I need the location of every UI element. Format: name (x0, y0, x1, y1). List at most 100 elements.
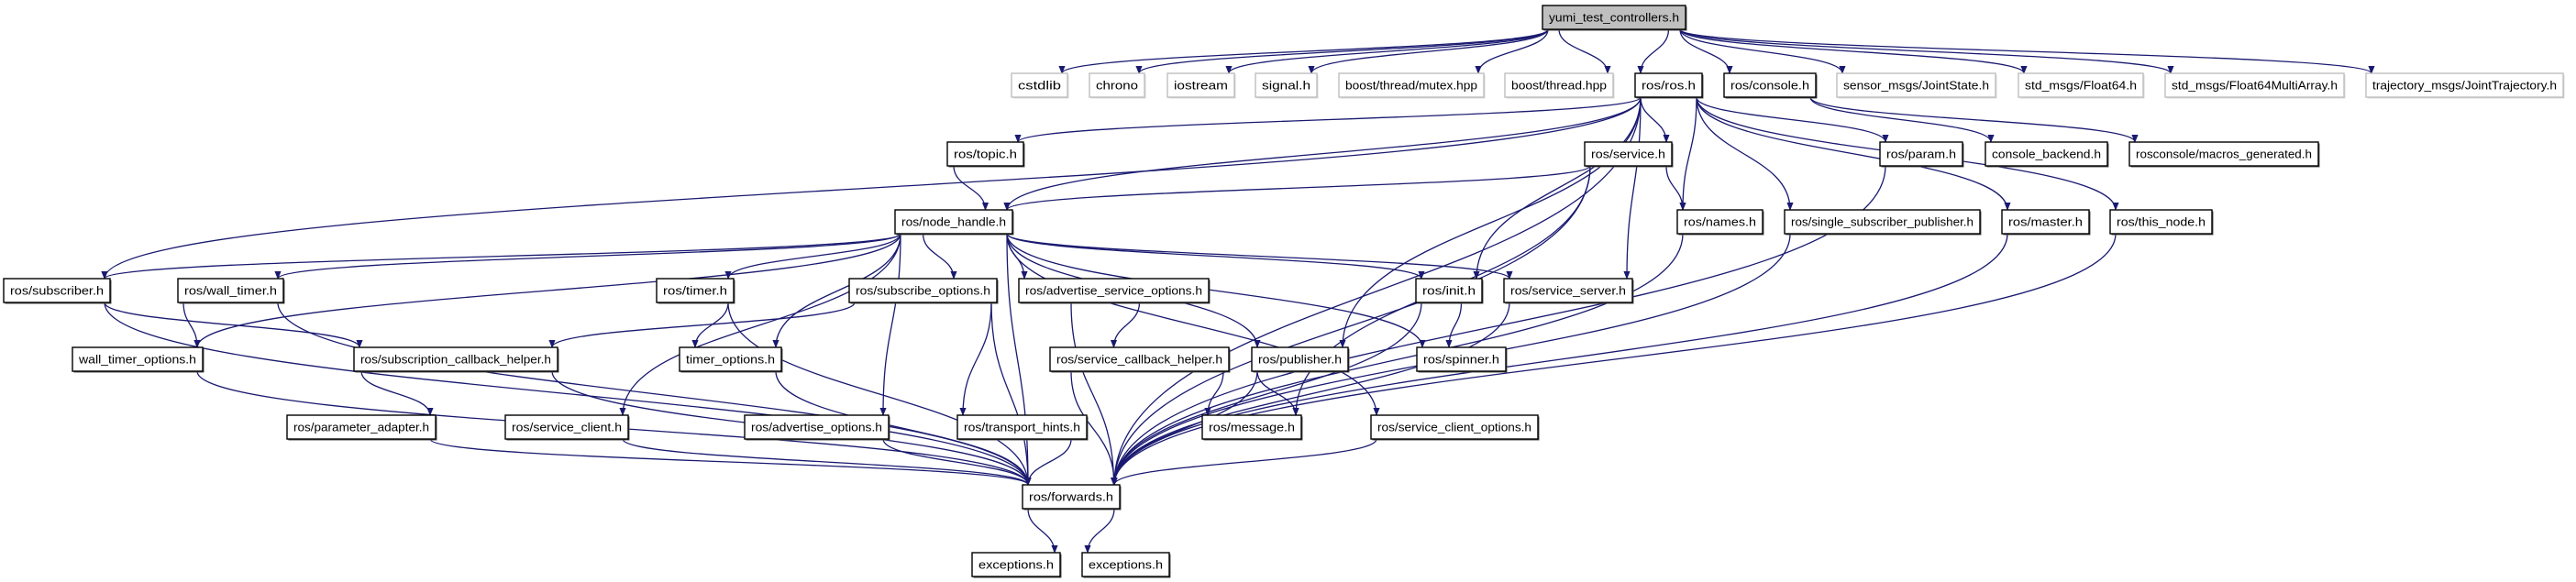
edge-ao-to-forwards (882, 438, 1032, 486)
edges (101, 28, 2375, 554)
edge-root-to-f64ma (1679, 28, 2174, 74)
edge-node_handle-to-timer_options (772, 233, 901, 348)
edge-ros-to-ssp (1696, 96, 1794, 211)
edge-service-to-names (1665, 165, 1686, 211)
edge-ros-to-service (1640, 96, 1670, 143)
node-box (72, 346, 204, 372)
node-box (1251, 346, 1349, 372)
node-label: ros/subscription_callback_helper.h (360, 353, 551, 367)
edge-publisher-to-forwards (1111, 370, 1258, 486)
node-subscribe-options[interactable]: ros/subscribe_options.h (848, 278, 999, 304)
edge-sco-to-forwards (1111, 438, 1377, 486)
node-label: ros/publisher.h (1258, 353, 1342, 367)
edge-th-to-forwards (1024, 438, 1072, 486)
node-traj: trajectory_msgs/JointTrajectory.h (2365, 72, 2565, 99)
node-ao[interactable]: ros/advertise_options.h (744, 414, 890, 441)
node-label: cstdlib (1018, 79, 1061, 93)
node-spinner[interactable]: ros/spinner.h (1416, 346, 1508, 373)
edge-subscriber-to-forwards (104, 302, 1032, 486)
edge-ros-to-subscriber (101, 96, 1642, 280)
node-box (1416, 346, 1507, 372)
node-subscriber[interactable]: ros/subscriber.h (3, 278, 112, 304)
node-box (1879, 141, 1963, 167)
edge-root-to-iostream (1225, 28, 1549, 74)
node-box (1081, 552, 1170, 577)
node-f64ma: std_msgs/Float64MultiArray.h (2164, 72, 2346, 99)
node-box (1723, 72, 1817, 98)
node-label: signal.h (1262, 79, 1310, 93)
edge-service-to-node_handle (1003, 165, 1591, 211)
edge-names-to-forwards (1111, 233, 1684, 486)
node-label: ros/this_node.h (2117, 215, 2206, 229)
node-label: ros/names.h (1684, 215, 1756, 229)
edge-master-to-forwards (1111, 233, 2008, 486)
node-exc1[interactable]: exceptions.h (971, 552, 1062, 578)
node-box (1370, 414, 1539, 440)
node-pa[interactable]: ros/parameter_adapter.h (286, 414, 437, 441)
node-svch[interactable]: ros/service_callback_helper.h (1049, 346, 1231, 373)
node-box (1201, 414, 1302, 440)
node-master[interactable]: ros/master.h (2001, 209, 2091, 236)
node-box (286, 414, 437, 440)
edge-pa-to-forwards (429, 438, 1032, 486)
edge-wall_timer-to-forwards (277, 302, 1032, 486)
edge-node_handle-to-spinner (1006, 233, 1426, 348)
node-label: timer_options.h (686, 353, 775, 367)
node-console-backend[interactable]: console_backend.h (1985, 141, 2109, 168)
node-publisher[interactable]: ros/publisher.h (1251, 346, 1350, 373)
node-root[interactable]: yumi_test_controllers.h (1542, 5, 1687, 31)
node-names[interactable]: ros/names.h (1676, 209, 1764, 236)
edge-init-to-forwards (1111, 302, 1422, 486)
edge-node_handle-to-forwards (1006, 233, 1032, 486)
node-box (679, 346, 782, 372)
node-label: chrono (1096, 79, 1138, 93)
node-init[interactable]: ros/init.h (1415, 278, 1484, 304)
node-node-handle[interactable]: ros/node_handle.h (894, 209, 1014, 236)
node-label: wall_timer_options.h (78, 353, 196, 367)
node-ros[interactable]: ros/ros.h (1634, 72, 1704, 99)
node-box (744, 414, 890, 440)
edge-root-to-console (1679, 28, 1733, 74)
node-console[interactable]: ros/console.h (1723, 72, 1818, 99)
node-timer-options[interactable]: timer_options.h (679, 346, 783, 373)
node-th[interactable]: ros/transport_hints.h (956, 414, 1089, 441)
edge-subscribe_options-to-forwards (990, 302, 1032, 486)
node-sch[interactable]: ros/subscription_callback_helper.h (353, 346, 559, 373)
node-exc2[interactable]: exceptions.h (1081, 552, 1171, 578)
node-aso[interactable]: ros/advertise_service_options.h (1018, 278, 1211, 304)
node-box (1504, 72, 1614, 98)
node-ssp[interactable]: ros/single_subscriber_publisher.h (1784, 209, 1982, 236)
edge-ros-to-service_server (1623, 96, 1642, 280)
node-message[interactable]: ros/message.h (1201, 414, 1303, 441)
node-box (1415, 278, 1483, 303)
node-box (956, 414, 1088, 440)
edge-root-to-chrono (1135, 28, 1549, 74)
node-wall-timer[interactable]: ros/wall_timer.h (177, 278, 285, 304)
node-topic[interactable]: ros/topic.h (946, 141, 1025, 168)
node-box (1836, 72, 1996, 98)
node-wto[interactable]: wall_timer_options.h (72, 346, 205, 373)
edge-service-to-forwards (1111, 165, 1591, 486)
node-forwards[interactable]: ros/forwards.h (1022, 484, 1122, 511)
edge-sch-to-pa (360, 370, 434, 416)
edge-subscribe_options-to-th (959, 302, 992, 416)
edge-aso-to-svch (1110, 302, 1141, 348)
node-label: ros/subscriber.h (10, 284, 104, 298)
node-param[interactable]: ros/param.h (1879, 141, 1964, 168)
node-this-node[interactable]: ros/this_node.h (2109, 209, 2214, 236)
edge-forwards-to-exc2 (1084, 508, 1115, 554)
node-label: rosconsole/macros_generated.h (2136, 148, 2312, 161)
node-sc[interactable]: ros/service_client.h (504, 414, 630, 441)
node-service[interactable]: ros/service.h (1584, 141, 1674, 168)
node-label: ros/single_subscriber_publisher.h (1791, 215, 1973, 229)
node-service-server[interactable]: ros/service_server.h (1503, 278, 1634, 304)
node-timer[interactable]: ros/timer.h (656, 278, 735, 304)
node-sco[interactable]: ros/service_client_options.h (1370, 414, 1540, 441)
node-macros[interactable]: rosconsole/macros_generated.h (2128, 141, 2320, 168)
node-label: sensor_msgs/JointState.h (1843, 79, 1989, 93)
node-box (1338, 72, 1485, 98)
edge-forwards-to-exc1 (1027, 508, 1058, 554)
edge-root-to-thread (1558, 28, 1611, 74)
node-label: ros/parameter_adapter.h (293, 421, 429, 434)
